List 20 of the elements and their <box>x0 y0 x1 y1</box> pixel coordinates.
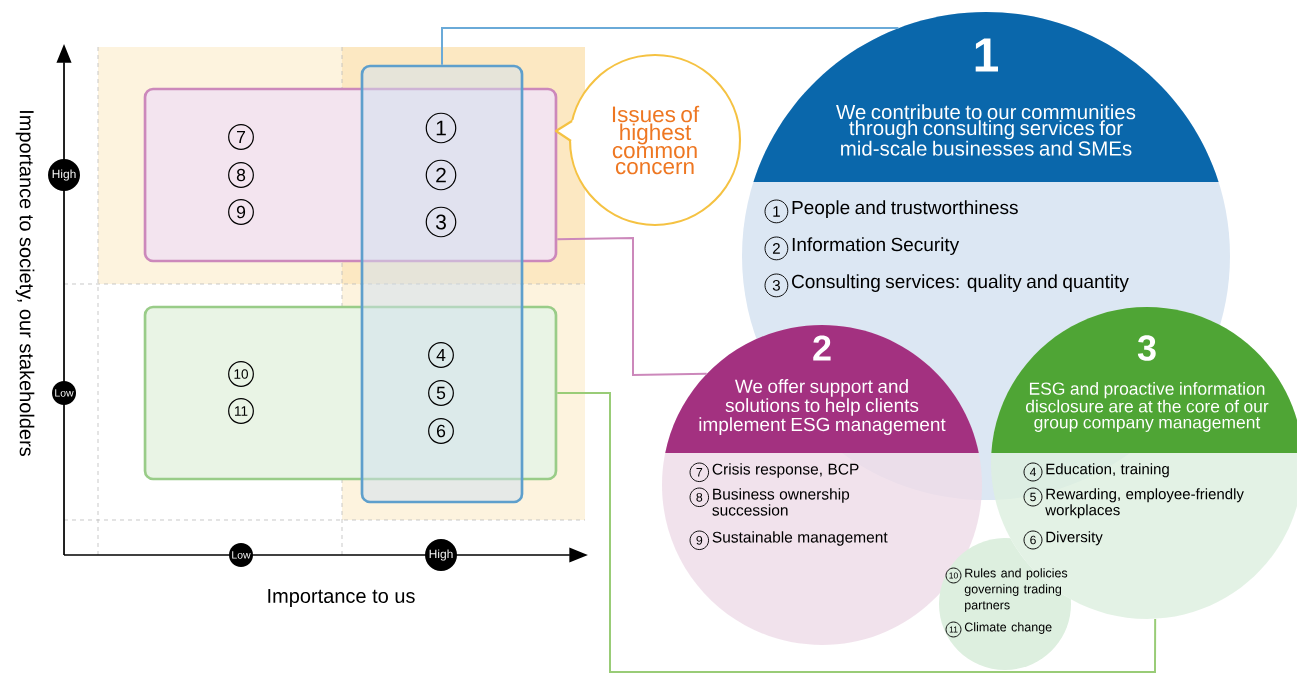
callout-number: 10 <box>228 361 254 387</box>
connector-line <box>441 26 900 66</box>
group-box <box>360 64 524 504</box>
callout-number: 7 <box>228 124 254 150</box>
callout-number: 1 <box>425 112 457 144</box>
connector-line <box>556 392 1157 673</box>
group-box <box>143 305 558 481</box>
callout-number: 2 <box>425 159 457 191</box>
callout-number: 3 <box>425 206 457 238</box>
group-box <box>143 87 558 263</box>
callout-number: 11 <box>228 398 254 424</box>
callout-number: 4 <box>428 342 454 368</box>
callout-number: 8 <box>228 162 254 188</box>
axis-title: Importance to us <box>268 589 415 607</box>
callout-number: 5 <box>428 380 454 406</box>
speech-bubble: Issues of highest common concern <box>554 53 742 227</box>
callout-number: 9 <box>228 199 254 225</box>
callout-number: 6 <box>428 418 454 444</box>
axis-title: Importance to society, our stakeholders <box>15 111 35 456</box>
connector-line <box>556 237 708 376</box>
